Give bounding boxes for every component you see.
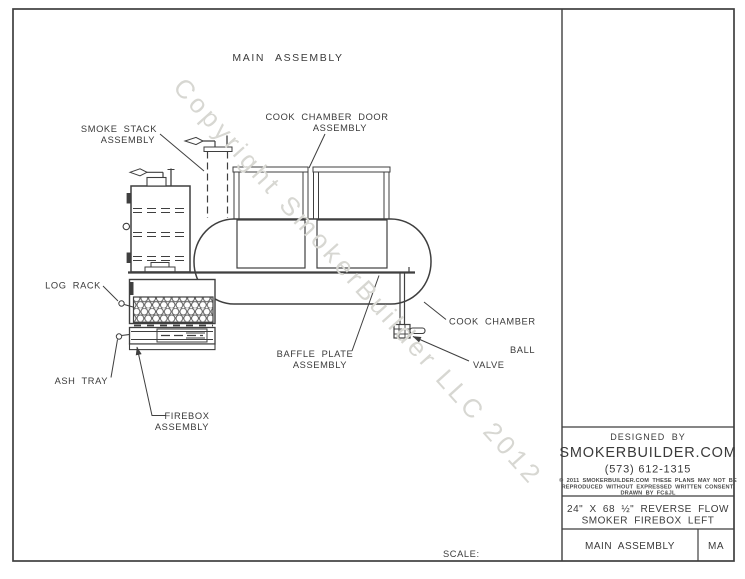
firebox-label-1: FIREBOX	[164, 411, 209, 421]
company-name: SMOKERBUILDER.COM	[559, 445, 736, 461]
scale-label: SCALE:	[443, 549, 480, 559]
cook-chamber-body	[193, 218, 432, 305]
log-rack-label: LOG RACK	[45, 281, 101, 291]
baffle-plate-label-1: BAFFLE PLATE	[277, 349, 354, 359]
firebox-knob	[122, 222, 131, 231]
leader-lines	[102, 133, 470, 416]
cook-chamber-door-right	[312, 166, 391, 269]
hinge-bottom	[126, 252, 131, 263]
log-rack-grate	[132, 296, 214, 324]
hinge-top	[126, 193, 131, 204]
baffle-plate-label-2: ASSEMBLY	[293, 360, 347, 370]
copyright-line-2: REPRODUCED WITHOUT EXPRESSED WRITTEN CON…	[562, 485, 735, 491]
cook-chamber-door-label-1: COOK CHAMBER DOOR	[265, 112, 388, 122]
firebox-door-seams	[133, 207, 188, 262]
firebox-upper	[122, 168, 191, 273]
ball-valve-label-2: VALVE	[473, 360, 505, 370]
drain-pipe	[399, 273, 406, 325]
cook-chamber-label: COOK CHAMBER	[449, 317, 536, 327]
ball-valve-label-1: BALL	[510, 345, 535, 355]
firebox-label-2: ASSEMBLY	[155, 422, 209, 432]
ash-tray-drawer	[128, 326, 216, 345]
annotation-labels: MAIN ASSEMBLY SMOKE STACK ASSEMBLY COOK …	[45, 52, 536, 559]
firebox-base	[128, 343, 216, 351]
title-block: DESIGNED BY SMOKERBUILDER.COM (573) 612-…	[559, 432, 737, 552]
valve-handle	[409, 327, 426, 335]
baffle-plate	[128, 267, 415, 274]
smoke-stack-label-1: SMOKE STACK	[81, 124, 157, 134]
drawing-border	[12, 8, 735, 562]
cook-chamber-door-label-2: ASSEMBLY	[313, 123, 367, 133]
ball-valve	[393, 323, 426, 339]
copyright-line-3: DRAWN BY FC&JL	[620, 491, 675, 497]
drawing-view-title: MAIN ASSEMBLY	[232, 52, 343, 64]
lower-hinge	[130, 282, 134, 295]
sheet-code: MA	[708, 541, 724, 552]
smoke-stack-label-2: ASSEMBLY	[101, 135, 155, 145]
firebox-lower	[128, 278, 216, 351]
firebox-pedestal	[144, 262, 176, 272]
firebox-damper-handle	[128, 168, 175, 186]
drawing-title-1: 24" X 68 ½" REVERSE FLOW	[567, 504, 729, 515]
stack-damper-handle	[183, 135, 228, 147]
designed-by-label: DESIGNED BY	[610, 432, 686, 442]
copyright-line-1: © 2011 SMOKERBUILDER.COM THESE PLANS MAY…	[559, 477, 737, 484]
drawing-title-2: SMOKER FIREBOX LEFT	[582, 516, 715, 527]
smoke-stack	[183, 135, 233, 218]
sheet-name: MAIN ASSEMBLY	[585, 541, 675, 552]
ash-tray-label: ASH TRAY	[55, 376, 108, 386]
phone-number: (573) 612-1315	[605, 464, 691, 476]
cook-chamber-door-left	[232, 166, 309, 269]
